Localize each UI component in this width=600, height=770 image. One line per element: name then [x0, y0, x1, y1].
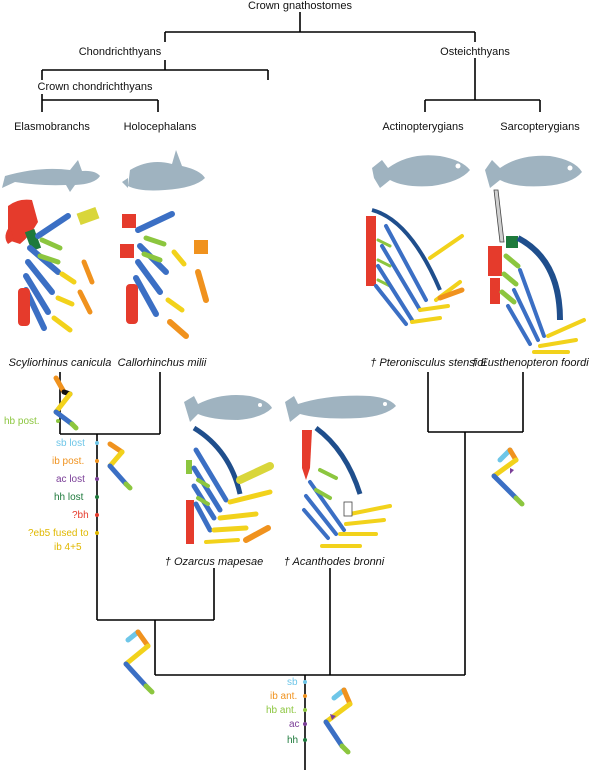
- chimaera-silhouette: [122, 150, 205, 191]
- arch-diagram-gnathostome: [123, 629, 155, 695]
- skeleton-acanthodes: [302, 425, 392, 548]
- char-ac-lost: ac lost: [56, 474, 85, 485]
- species-labels: Scyliorhinus canicula Callorhinchus mili…: [9, 357, 590, 568]
- fish-silhouettes: [2, 150, 582, 422]
- label-crown-chondrichthyans: Crown chondrichthyans: [38, 81, 153, 93]
- char-sb-lost: sb lost: [56, 438, 85, 449]
- char-eb5-fused-2: ib 4+5: [54, 542, 82, 553]
- species-eusthenopteron: † Eusthenopteron foordi: [471, 357, 589, 369]
- char-eb5-fused: ?eb5 fused to: [28, 528, 89, 539]
- acanthodes-silhouette: [285, 395, 396, 422]
- label-chondrichthyans: Chondrichthyans: [79, 46, 162, 58]
- tree-branches: [41, 12, 541, 770]
- char-ib-post: ib post.: [52, 456, 84, 467]
- species-scyliorhinus: Scyliorhinus canicula: [9, 357, 112, 369]
- char-ib-ant: ib ant.: [270, 691, 297, 702]
- char-bh: ?bh: [72, 510, 89, 521]
- char-ac: ac: [289, 719, 300, 730]
- label-crown-gnathostomes: Crown gnathostomes: [248, 0, 352, 12]
- species-callorhinchus: Callorhinchus milii: [118, 357, 207, 369]
- label-holocephalans: Holocephalans: [124, 121, 197, 133]
- arch-diagram-root: [323, 687, 353, 755]
- label-elasmobranchs: Elasmobranchs: [14, 121, 90, 133]
- char-hh-lost: hh lost: [54, 492, 84, 503]
- ozarcus-silhouette: [184, 395, 272, 422]
- sarcopterygian-silhouette: [485, 155, 582, 188]
- label-actinopterygians: Actinopterygians: [382, 121, 464, 133]
- tree-labels: Crown gnathostomes Chondrichthyans Ostei…: [14, 0, 580, 133]
- char-sb: sb: [287, 677, 298, 688]
- skeleton-eusthenopteron: [488, 189, 586, 354]
- char-hb-ant: hb ant.: [266, 705, 297, 716]
- species-acanthodes: † Acanthodes bronni: [284, 556, 385, 568]
- arch-diagram-osteichthyan: [491, 447, 525, 507]
- actinopterygian-silhouette: [372, 155, 470, 188]
- label-osteichthyans: Osteichthyans: [440, 46, 510, 58]
- arch-diagram-chondrichthyan: [107, 441, 133, 491]
- skeleton-pteronisculus: [366, 208, 465, 326]
- label-sarcopterygians: Sarcopterygians: [500, 121, 580, 133]
- char-hh: hh: [287, 735, 298, 746]
- shark-silhouette: [2, 160, 100, 192]
- char-hb-post: hb post.: [4, 416, 40, 427]
- species-pteronisculus: † Pteronisculus stensioi: [370, 357, 486, 369]
- skeleton-scyliorhinus: [5, 199, 100, 333]
- skeleton-callorhinchus: [120, 211, 209, 339]
- species-ozarcus: † Ozarcus mapesae: [165, 556, 263, 568]
- arch-diagram-elasmobranch: [53, 375, 79, 431]
- skeleton-ozarcus: [186, 425, 274, 544]
- character-labels: hb post. sb lost ib post. ac lost hh los…: [4, 416, 307, 746]
